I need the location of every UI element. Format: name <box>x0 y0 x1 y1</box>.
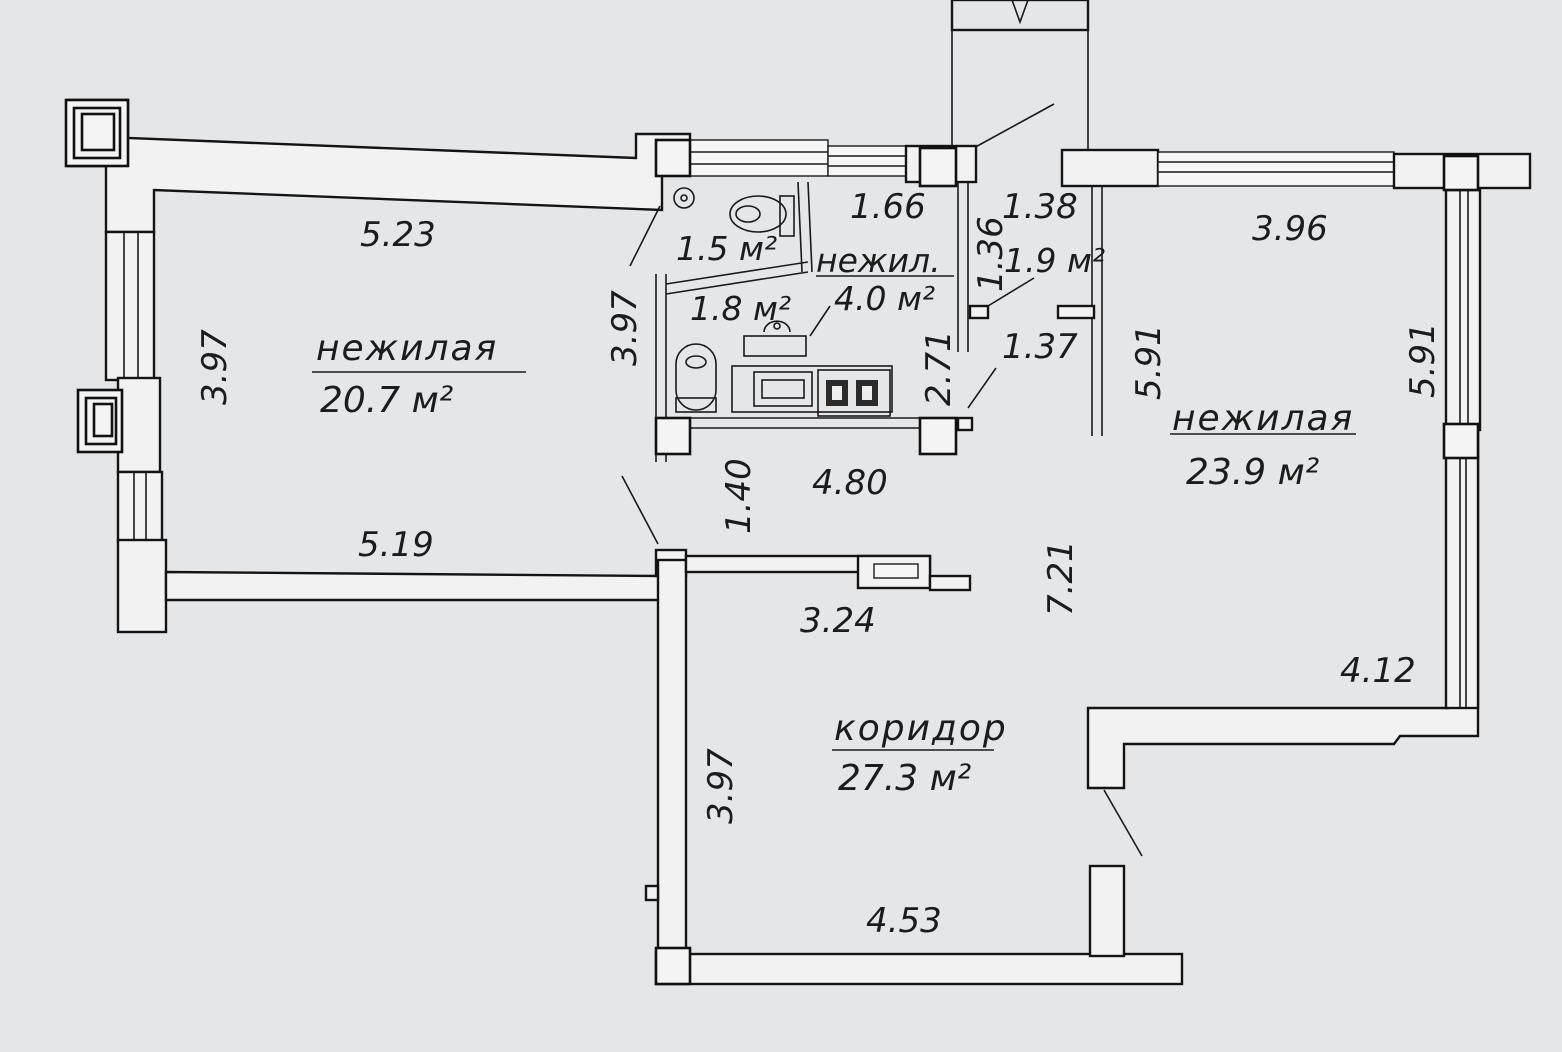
column-top-left <box>64 98 130 168</box>
room-name: нежил. <box>816 241 941 280</box>
dim-left-side: 3.97 <box>195 329 235 405</box>
dim-left-top: 5.23 <box>360 215 436 255</box>
wall-left-upper <box>104 230 156 382</box>
dim-wc-top: 1.66 <box>850 187 926 227</box>
dim-left-inner: 3.97 <box>605 290 645 366</box>
walls <box>66 0 1532 986</box>
room-area: 20.7 м² <box>320 380 453 421</box>
dim-right-inner-side: 5.91 <box>1129 324 1169 400</box>
wall-door-jamb <box>1088 864 1126 958</box>
wc-2-area: 1.8 м² <box>690 289 791 328</box>
dimensions: 5.23 3.97 3.97 5.19 1.66 1.38 1.36 2.71 … <box>195 187 1443 941</box>
dim-kitchen-side: 2.71 <box>919 330 959 406</box>
column-core-top-right <box>918 146 958 188</box>
dim-closet-top: 1.38 <box>1002 187 1078 227</box>
column-right-mid <box>1442 422 1480 460</box>
dim-core-bottom: 4.80 <box>812 463 888 503</box>
kitchenette-label: нежил. 4.0 м² <box>816 241 954 318</box>
room-area: 27.3 м² <box>838 758 971 799</box>
room-area: 23.9 м² <box>1186 452 1319 493</box>
wall-left-column <box>116 376 162 474</box>
room-name: нежилая <box>1172 398 1354 439</box>
dim-corridor-height: 7.21 <box>1041 540 1081 616</box>
dim-door-gap: 1.40 <box>719 458 759 534</box>
dim-closet-bottom: 1.37 <box>1002 327 1078 367</box>
closet-area: 1.9 м² <box>1004 241 1105 280</box>
column-core-bottom-left <box>654 416 692 456</box>
room-name: нежилая <box>316 328 498 369</box>
wall-left-bottom <box>116 538 168 634</box>
kitchen-counter-icon <box>731 320 893 417</box>
wc-1-area: 1.5 м² <box>676 229 777 268</box>
window-top-core <box>689 139 829 177</box>
corridor-label: коридор 27.3 м² <box>832 708 1008 799</box>
dim-left-bottom: 5.19 <box>358 525 434 565</box>
toilet-icon <box>729 195 795 237</box>
window-top-right <box>1157 151 1395 187</box>
wall-left-room-bottom <box>164 570 662 602</box>
column-core-top-left <box>654 138 692 178</box>
wall-top-right <box>1060 148 1160 188</box>
door-leaf <box>1103 789 1143 857</box>
dim-closet-side: 1.36 <box>971 216 1011 292</box>
dim-corridor-wall: 3.24 <box>800 601 876 641</box>
room-area: 4.0 м² <box>834 279 935 318</box>
wall-top-left <box>66 98 692 234</box>
dim-right-step: 4.12 <box>1340 651 1416 691</box>
dim-right-top: 3.96 <box>1252 209 1328 249</box>
sink-icon <box>673 187 695 209</box>
column-left-mid <box>76 388 124 454</box>
wall-wc-partition <box>665 261 809 285</box>
toilet-2-icon <box>675 343 717 413</box>
leader-line <box>969 103 1055 151</box>
dim-corridor-side: 3.97 <box>701 748 741 824</box>
room-right-label: нежилая 23.9 м² <box>1170 398 1356 493</box>
stair-arrow <box>1011 0 1029 25</box>
wall-right-outer <box>1444 188 1482 432</box>
stove-icon <box>817 369 891 417</box>
dim-right-outer-side: 5.91 <box>1403 322 1443 398</box>
wall-left-lower <box>116 470 164 544</box>
fixtures <box>673 187 893 417</box>
wall-corridor-bottom <box>654 952 1184 986</box>
room-left-label: нежилая 20.7 м² <box>312 328 526 421</box>
column-top-right <box>1442 154 1480 192</box>
wall-corridor-left <box>656 558 688 958</box>
columns <box>64 98 1480 986</box>
stair-well <box>950 0 1090 32</box>
column-bottom-left <box>654 946 692 986</box>
dim-corridor-bottom: 4.53 <box>866 901 942 941</box>
room-name: коридор <box>834 708 1008 749</box>
column-core-bottom-right <box>918 416 958 456</box>
